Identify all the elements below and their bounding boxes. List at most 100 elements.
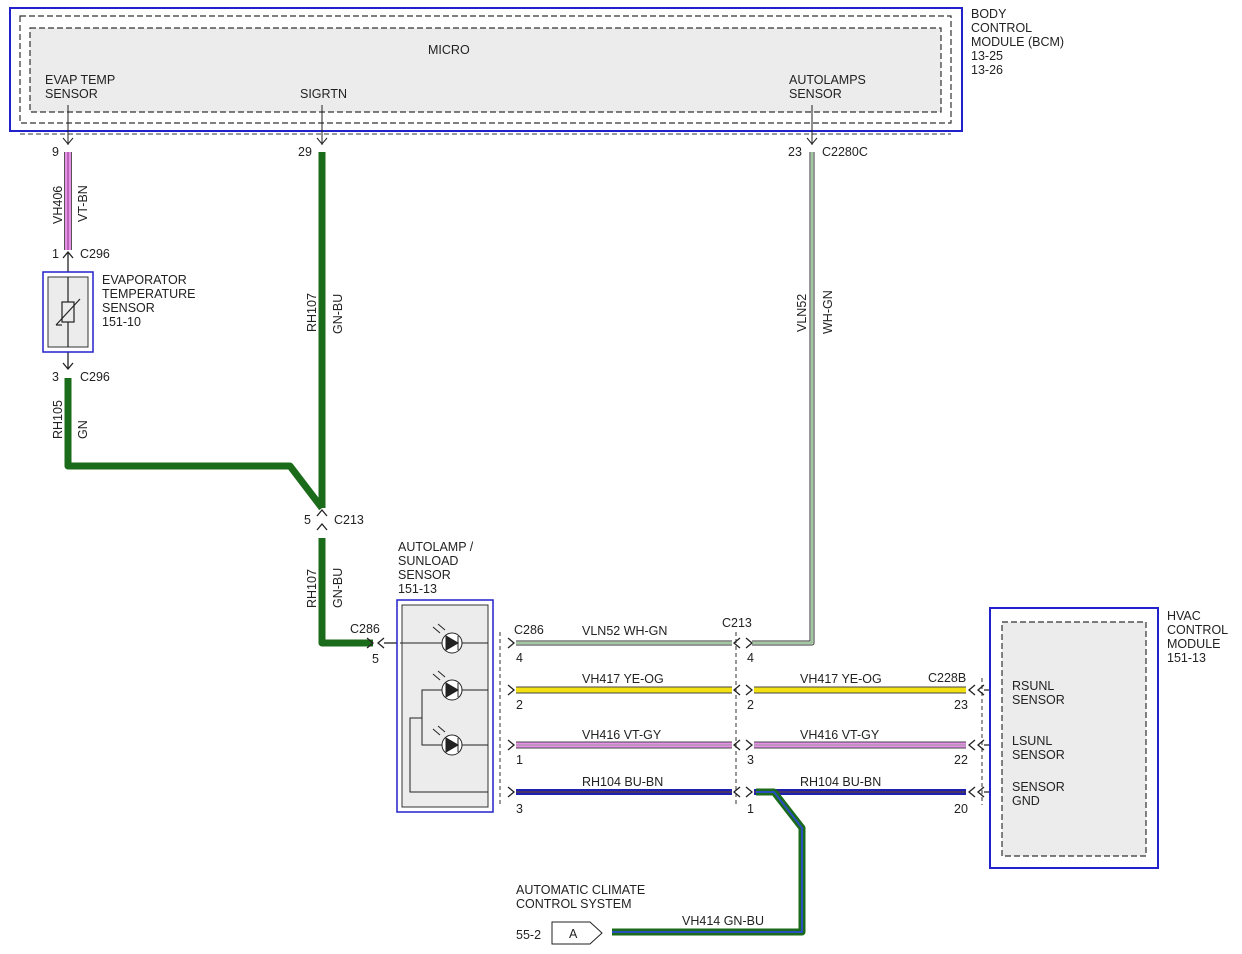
bcm-name-4: 13-25 [971, 49, 1003, 63]
hvac-body [1001, 621, 1147, 857]
c213-pin-5: 5 [304, 513, 311, 527]
photodiode-icon-3 [432, 725, 463, 756]
photodiode-icon-2 [432, 670, 463, 701]
connector-labels: 9 29 23 C2280C 1 C296 3 C296 5 C213 C286… [52, 145, 968, 816]
vln52-vertical-label: VLN52 [795, 294, 809, 332]
evap-sensor-name-3: SENSOR [102, 301, 155, 315]
acc-title-2: CONTROL SYSTEM [516, 897, 632, 911]
bcm-inner-dashed [19, 15, 952, 124]
bcm-pin-9: 9 [52, 145, 59, 159]
evap-sensor-name-2: TEMPERATURE [102, 287, 196, 301]
hvac-pin-22: 22 [954, 753, 968, 767]
wire-labels: VH406 VT-BN RH107 GN-BU VLN52 WH-GN RH10… [51, 185, 882, 928]
bcm-name-3: MODULE (BCM) [971, 35, 1064, 49]
bcm-name-1: BODY [971, 7, 1007, 21]
gn-label: GN [76, 420, 90, 439]
left-pin-2: 2 [516, 698, 523, 712]
mid-pin-1: 1 [747, 802, 754, 816]
left-pin-1: 1 [516, 753, 523, 767]
evap-temp-pin-label: EVAP TEMP [45, 73, 115, 87]
c296-bottom-label: C296 [80, 370, 110, 384]
mid-pin-2: 2 [747, 698, 754, 712]
c286-left-pin: 5 [372, 652, 379, 666]
c213-right-label: C213 [722, 616, 752, 630]
bcm-pin-stubs [62, 105, 818, 145]
c296-pin-1: 1 [52, 247, 59, 261]
gn-bu-top-label: GN-BU [331, 294, 345, 334]
c296-top-label: C296 [80, 247, 110, 261]
micro-block [29, 27, 942, 113]
acc-tag: A [569, 927, 578, 941]
evap-sensor-name-1: EVAPORATOR [102, 273, 187, 287]
connector-arrows [62, 250, 1002, 798]
hvac-name-1: HVAC [1167, 609, 1201, 623]
row4-left-wire-label: RH104 BU-BN [582, 775, 663, 789]
acc-title-1: AUTOMATIC CLIMATE [516, 883, 645, 897]
gn-bu-bottom-label: GN-BU [331, 568, 345, 608]
left-pin-3: 3 [516, 802, 523, 816]
autolamp-name-3: SENSOR [398, 568, 451, 582]
wire-vln52-vertical [752, 152, 815, 646]
mid-pin-4: 4 [747, 651, 754, 665]
bcm-pin-23: 23 [788, 145, 802, 159]
micro-label: MICRO [428, 43, 470, 57]
photodiode-icon-1 [432, 623, 463, 654]
rsunl-label-2: SENSOR [1012, 693, 1065, 707]
evap-sensor-name-4: 151-10 [102, 315, 141, 329]
left-pin-4: 4 [516, 651, 523, 665]
acc-ref: 55-2 [516, 928, 541, 942]
hvac-name-4: 151-13 [1167, 651, 1206, 665]
c213-label: C213 [334, 513, 364, 527]
wire-rh107-bottom [318, 538, 373, 647]
row2-left-wire-label: VH417 YE-OG [582, 672, 664, 686]
bcm-module: MICRO EVAP TEMP SENSOR SIGRTN AUTOLAMPS … [9, 7, 1064, 135]
rh105-label: RH105 [51, 400, 65, 439]
connector-boundaries [499, 632, 983, 805]
acc-tag-arrow [551, 921, 603, 945]
autolamp-name-1: AUTOLAMP / [398, 540, 474, 554]
wire-vh414 [612, 788, 806, 936]
hvac-control-module: HVAC CONTROL MODULE 151-13 RSUNL SENSOR … [989, 607, 1228, 869]
autolamps-pin-label: AUTOLAMPS [789, 73, 866, 87]
sensor-gnd-label-1: SENSOR [1012, 780, 1065, 794]
c286-left-label: C286 [350, 622, 380, 636]
vh406-label: VH406 [51, 186, 65, 224]
vh414-label: VH414 GN-BU [682, 914, 764, 928]
rh107-bottom-label: RH107 [305, 569, 319, 608]
automatic-climate-control-reference: AUTOMATIC CLIMATE CONTROL SYSTEM 55-2 A [516, 883, 645, 945]
lsunl-label-1: LSUNL [1012, 734, 1052, 748]
bcm-pin-29: 29 [298, 145, 312, 159]
sigrtn-pin-label: SIGRTN [300, 87, 347, 101]
rh107-top-label: RH107 [305, 293, 319, 332]
c286-right-label: C286 [514, 623, 544, 637]
sensor-gnd-label-2: GND [1012, 794, 1040, 808]
mid-pin-3: 3 [747, 753, 754, 767]
vt-bn-label: VT-BN [76, 185, 90, 222]
hvac-name-2: CONTROL [1167, 623, 1228, 637]
row1-wire-label: VLN52 WH-GN [582, 624, 667, 638]
bcm-name-2: CONTROL [971, 21, 1032, 35]
autolamps-pin-label-2: SENSOR [789, 87, 842, 101]
c228b-label: C228B [928, 671, 966, 685]
row3-left-wire-label: VH416 VT-GY [582, 728, 662, 742]
row4-right-wire-label: RH104 BU-BN [800, 775, 881, 789]
row2-right-wire-label: VH417 YE-OG [800, 672, 882, 686]
c2280c-label: C2280C [822, 145, 868, 159]
autolamp-name-4: 151-13 [398, 582, 437, 596]
autolamp-sunload-sensor: AUTOLAMP / SUNLOAD SENSOR 151-13 [396, 540, 494, 813]
autolamp-name-2: SUNLOAD [398, 554, 458, 568]
hvac-pin-20: 20 [954, 802, 968, 816]
thermistor-icon [55, 277, 81, 347]
bcm-name-5: 13-26 [971, 63, 1003, 77]
row3-right-wire-label: VH416 VT-GY [800, 728, 880, 742]
wire-rh105 [64, 378, 325, 511]
c296-pin-3: 3 [52, 370, 59, 384]
hvac-pin-23: 23 [954, 698, 968, 712]
evap-temp-pin-label-2: SENSOR [45, 87, 98, 101]
wh-gn-vertical-label: WH-GN [821, 290, 835, 334]
rsunl-label-1: RSUNL [1012, 679, 1054, 693]
lsunl-label-2: SENSOR [1012, 748, 1065, 762]
evaporator-temperature-sensor: EVAPORATOR TEMPERATURE SENSOR 151-10 [42, 271, 196, 353]
hvac-name-3: MODULE [1167, 637, 1220, 651]
